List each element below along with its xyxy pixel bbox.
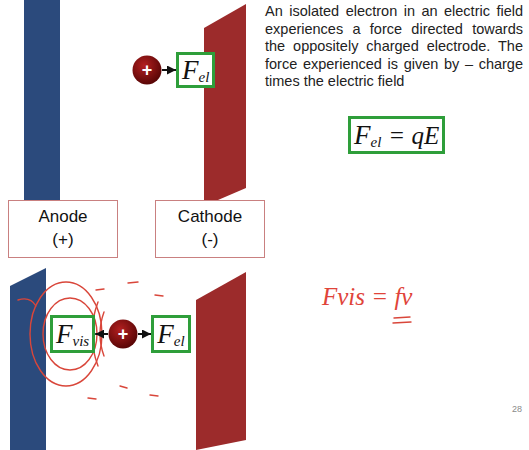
force-subscript: el: [199, 70, 210, 85]
minus-mark: [128, 282, 138, 283]
force-arrow: [138, 333, 151, 335]
force-box: Fel: [151, 315, 191, 353]
page-number: 28: [500, 404, 522, 414]
anode-plate: [24, 0, 60, 205]
electrode-label: Anode (+): [38, 206, 87, 252]
field-line: [30, 282, 102, 386]
force-subscript: el: [174, 334, 185, 349]
underline-mark: [393, 322, 411, 323]
force-subscript: el: [371, 135, 382, 150]
charged-particle: +: [108, 319, 138, 349]
force-symbol: F: [354, 122, 371, 149]
minus-mark: [150, 395, 158, 396]
minus-mark: [88, 398, 96, 399]
cathode-plate: [196, 272, 246, 450]
anode-plate: [10, 268, 46, 450]
force-symbol: F: [182, 57, 199, 84]
electrode-label-box: Anode (+): [8, 200, 118, 258]
electrode-label: Cathode (-): [178, 206, 242, 252]
force-box: Fel: [176, 52, 215, 88]
particle-circle: [133, 56, 162, 85]
force-box: Fvis: [50, 315, 95, 353]
minus-mark: [96, 289, 104, 290]
formula-box: Fel = qE: [348, 116, 445, 154]
force-symbol: F: [157, 321, 174, 348]
field-line: [43, 298, 97, 370]
charged-particle: +: [132, 55, 162, 85]
handwritten-formula: Fvis = fv: [322, 283, 472, 311]
force-arrow: [162, 69, 176, 71]
electrode-label-box: Cathode (-): [155, 200, 265, 258]
underline-mark: [394, 317, 410, 318]
cathode-plate: [204, 4, 246, 206]
formula-text: = qE: [388, 123, 439, 148]
force-subscript: vis: [73, 334, 90, 349]
force-symbol: F: [56, 321, 73, 348]
explanation-text: An isolated electron in an electric fiel…: [265, 3, 523, 91]
field-line: [18, 299, 36, 306]
force-arrow: [95, 333, 108, 335]
minus-mark: [120, 386, 127, 388]
minus-mark: [155, 295, 163, 296]
charge-sign: +: [118, 325, 129, 343]
charge-sign: +: [142, 61, 153, 79]
particle-circle: [109, 320, 138, 349]
